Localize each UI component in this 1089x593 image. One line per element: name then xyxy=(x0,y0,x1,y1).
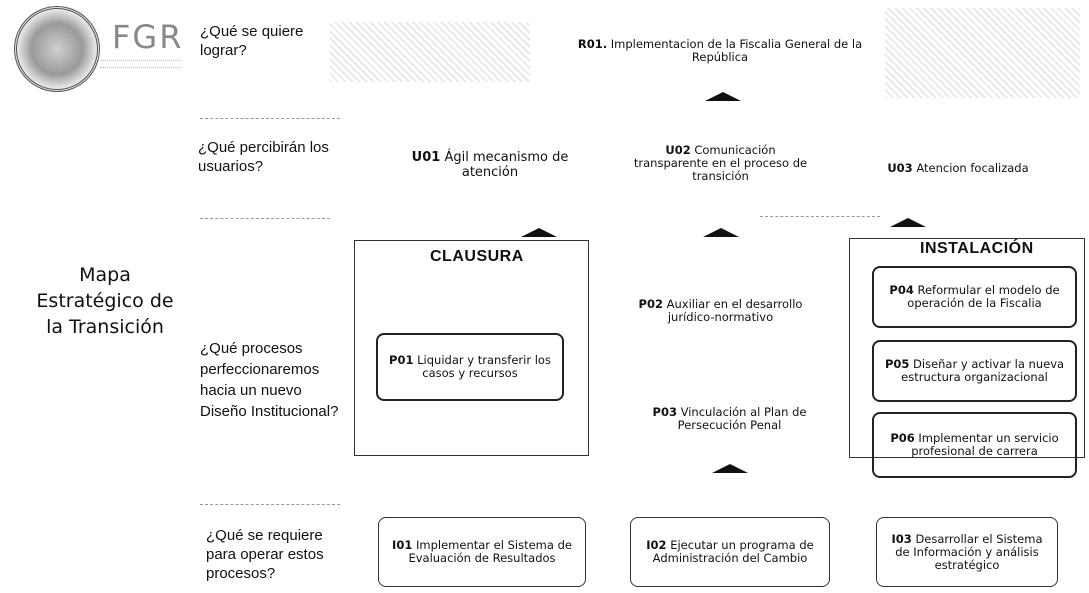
process-text: Reformular el modelo de operación de la … xyxy=(907,283,1060,310)
seal-icon xyxy=(14,6,100,92)
result-text: Implementacion de la Fiscalia General de… xyxy=(610,37,863,64)
result-r01: R01. Implementacion de la Fiscalia Gener… xyxy=(560,38,880,64)
separator xyxy=(760,216,880,217)
process-text: Diseñar y activar la nueva estructura or… xyxy=(901,357,1065,384)
scan-noise-top-center xyxy=(330,22,530,82)
process-code: P03 xyxy=(652,405,677,419)
user-code: U01 xyxy=(411,150,441,165)
clausura-label: CLAUSURA xyxy=(430,248,524,265)
separator xyxy=(200,218,330,219)
process-p05: P05 Diseñar y activar la nueva estructur… xyxy=(872,340,1077,402)
clausura-group xyxy=(354,240,589,456)
arrow-up-icon xyxy=(521,228,557,237)
process-code: P05 xyxy=(884,357,910,371)
input-text: Desarrollar el Sistema de Información y … xyxy=(895,531,1043,572)
results-question: ¿Qué se quiere lograr? xyxy=(200,23,304,59)
input-text: Implementar el Sistema de Evaluación de … xyxy=(408,538,572,565)
process-p01: P01 Liquidar y transferir los casos y re… xyxy=(376,333,564,401)
process-text: Auxiliar en el desarrollo jurídico-norma… xyxy=(666,297,803,324)
process-p02: P02 Auxiliar en el desarrollo jurídico-n… xyxy=(628,298,813,324)
result-code: R01. xyxy=(577,37,608,51)
logo-subtitle-rule xyxy=(100,60,180,68)
user-text: Comunicación transparente en el proceso … xyxy=(633,143,808,183)
users-question: ¿Qué percibirán los usuarios? xyxy=(198,139,329,175)
process-text: Liquidar y transferir los casos y recurs… xyxy=(417,353,551,380)
process-p06: P06 Implementar un servicio profesional … xyxy=(872,412,1077,478)
instalacion-group xyxy=(849,238,1085,458)
input-code: I01 xyxy=(392,538,413,552)
user-code: U03 xyxy=(887,161,913,175)
input-i02: I02 Ejecutar un programa de Administraci… xyxy=(630,517,830,587)
process-text: Vinculación al Plan de Persecución Penal xyxy=(677,405,807,432)
user-text: Atencion focalizada xyxy=(916,161,1029,175)
input-text: Ejecutar un programa de Administración d… xyxy=(652,538,814,565)
arrow-up-icon xyxy=(712,464,748,473)
user-code: U02 xyxy=(665,143,691,157)
process-p04: P04 Reformular el modelo de operación de… xyxy=(872,266,1077,328)
user-u02: U02 Comunicación transparente en el proc… xyxy=(628,144,813,183)
process-code: P02 xyxy=(638,297,663,311)
separator xyxy=(200,118,340,119)
input-code: I03 xyxy=(891,531,912,546)
arrow-up-icon xyxy=(703,228,739,237)
input-i03: I03 Desarrollar el Sistema de Informació… xyxy=(876,517,1058,587)
map-title: Mapa Estratégico de la Transición xyxy=(36,264,174,338)
arrow-up-icon xyxy=(705,92,741,101)
process-text: Implementar un servicio profesional de c… xyxy=(911,431,1059,458)
process-code: P06 xyxy=(890,431,915,445)
process-code: P04 xyxy=(889,283,914,297)
user-text: Ágil mecanismo de atención xyxy=(444,150,569,180)
separator xyxy=(200,504,340,505)
logo-text: FGR xyxy=(112,18,184,56)
arrow-up-icon xyxy=(890,218,926,227)
input-i01: I01 Implementar el Sistema de Evaluación… xyxy=(378,517,586,587)
scan-noise-top-right xyxy=(885,8,1080,98)
user-u03: U03 Atencion focalizada xyxy=(858,162,1058,175)
process-code: P01 xyxy=(389,353,414,367)
inputs-question: ¿Qué se requiere para operar estos proce… xyxy=(206,527,324,582)
process-p03: P03 Vinculación al Plan de Persecución P… xyxy=(632,406,827,432)
instalacion-label: INSTALACIÓN xyxy=(920,240,1034,257)
input-code: I02 xyxy=(646,538,667,552)
processes-question: ¿Qué procesos perfeccionaremos hacia un … xyxy=(200,340,339,420)
user-u01: U01 Ágil mecanismo de atención xyxy=(395,150,585,180)
